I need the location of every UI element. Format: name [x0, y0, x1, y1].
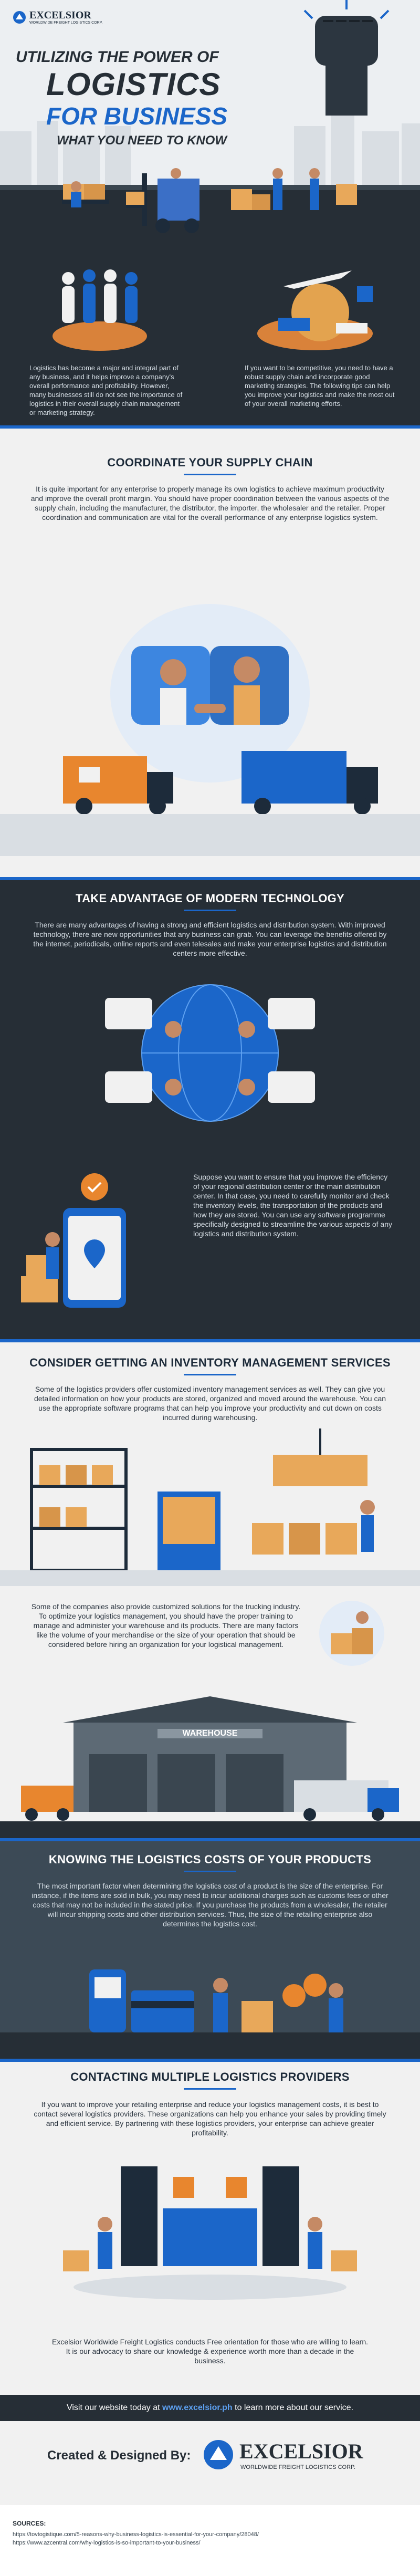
worker-boxes-circle-illustration [319, 1601, 384, 1666]
handshake-delivery-illustration [0, 604, 420, 856]
warehouse-building: WAREHOUSE [0, 1696, 420, 1838]
sources-label: SOURCES: [13, 2520, 46, 2527]
section-divider [0, 2059, 420, 2062]
section-title-inventory: CONSIDER GETTING AN INVENTORY MANAGEMENT… [29, 1356, 391, 1369]
providers-section: CONTACTING MULTIPLE LOGISTICS PROVIDERS … [0, 2059, 420, 2395]
title-underline [184, 2088, 236, 2090]
title-underline [184, 1374, 236, 1375]
technology-section: TAKE ADVANTAGE OF MODERN TECHNOLOGY Ther… [0, 877, 420, 1339]
excelsior-emblem-icon [13, 11, 26, 24]
visit-text: Visit our website today at www.excelsior… [0, 2403, 420, 2413]
brand-tagline: WORLDWIDE FREIGHT LOGISTICS CORP. [29, 21, 103, 25]
hero-title-line3: FOR BUSINESS [46, 102, 228, 130]
hero-subtitle: WHAT YOU NEED TO KNOW [57, 133, 227, 148]
visit-text-pre: Visit our website today at [66, 2403, 162, 2412]
section-divider [0, 425, 420, 429]
inventory-body: Some of the logistics providers offer cu… [34, 1385, 386, 1422]
brand-name: EXCELSIOR [29, 9, 91, 21]
footer-brand-name: EXCELSIOR [239, 2439, 363, 2463]
visit-bar: Visit our website today at www.excelsior… [0, 2395, 420, 2421]
section-title-technology: TAKE ADVANTAGE OF MODERN TECHNOLOGY [75, 892, 344, 905]
supply-chain-section: COORDINATE YOUR SUPPLY CHAIN It is quite… [0, 425, 420, 877]
technology-body: There are many advantages of having a st… [33, 921, 387, 957]
costs-body: The most important factor when determini… [32, 1882, 388, 1928]
section-title-providers: CONTACTING MULTIPLE LOGISTICS PROVIDERS [70, 2070, 350, 2083]
inventory-section: CONSIDER GETTING AN INVENTORY MANAGEMENT… [0, 1339, 420, 1838]
global-transport-illustration [257, 270, 373, 350]
intro-right-text: If you want to be competitive, you need … [245, 364, 395, 408]
source-link-2[interactable]: https://www.azcentral.com/why-logistics-… [13, 2540, 201, 2546]
title-underline [184, 1871, 236, 1872]
closing-text: Excelsior Worldwide Freight Logistics co… [51, 2338, 369, 2365]
providers-shipping-illustration [63, 2166, 357, 2300]
hero-section: EXCELSIOR WORLDWIDE FREIGHT LOGISTICS CO… [0, 0, 420, 247]
title-underline [184, 910, 236, 911]
intro-section: Logistics has become a major and integra… [0, 247, 420, 425]
intro-left-text: Logistics has become a major and integra… [29, 364, 183, 416]
visit-text-post: to learn more about our service. [232, 2403, 354, 2412]
phone-location-illustration [21, 1173, 126, 1308]
logistics-costs-section: KNOWING THE LOGISTICS COSTS OF YOUR PROD… [0, 1838, 420, 2059]
technology-globe-illustration [105, 984, 315, 1122]
sources-block: SOURCES: https://tovtogistique.com/5-rea… [0, 2505, 420, 2576]
section-divider [0, 1838, 420, 1841]
section-divider [0, 877, 420, 880]
title-underline [184, 474, 236, 475]
warehouse-sign-label: WAREHOUSE [158, 1729, 262, 1738]
footer-section: Created & Designed By: EXCELSIOR WORLDWI… [0, 2421, 420, 2576]
hero-title-line2: LOGISTICS [46, 67, 221, 102]
inventory-body-2: Some of the companies also provide custo… [31, 1602, 301, 1649]
section-divider [0, 1339, 420, 1342]
raised-fist-illustration [303, 0, 390, 116]
website-link[interactable]: www.excelsior.ph [162, 2403, 233, 2412]
people-network-illustration [52, 269, 147, 351]
technology-body-2: Suppose you want to ensure that you impr… [193, 1173, 392, 1238]
providers-body: If you want to improve your retailing en… [34, 2100, 386, 2137]
hero-title-line1: UTILIZING THE POWER OF [16, 48, 219, 66]
section-title-supply-chain: COORDINATE YOUR SUPPLY CHAIN [107, 456, 313, 469]
source-link-1[interactable]: https://tovtogistique.com/5-reasons-why-… [13, 2531, 259, 2538]
warehouse-shelves-illustration [0, 1428, 420, 1586]
section-title-costs: KNOWING THE LOGISTICS COSTS OF YOUR PROD… [48, 1853, 372, 1866]
forklift-workers-illustration [62, 168, 357, 233]
credit-text: Created & Designed By: [47, 2448, 191, 2463]
footer-brand-tagline: WORLDWIDE FREIGHT LOGISTICS CORP. [240, 2464, 356, 2470]
payment-delivery-illustration [0, 1969, 420, 2059]
excelsior-logo-icon [204, 2440, 233, 2469]
supply-chain-body: It is quite important for any enterprise… [30, 485, 390, 522]
